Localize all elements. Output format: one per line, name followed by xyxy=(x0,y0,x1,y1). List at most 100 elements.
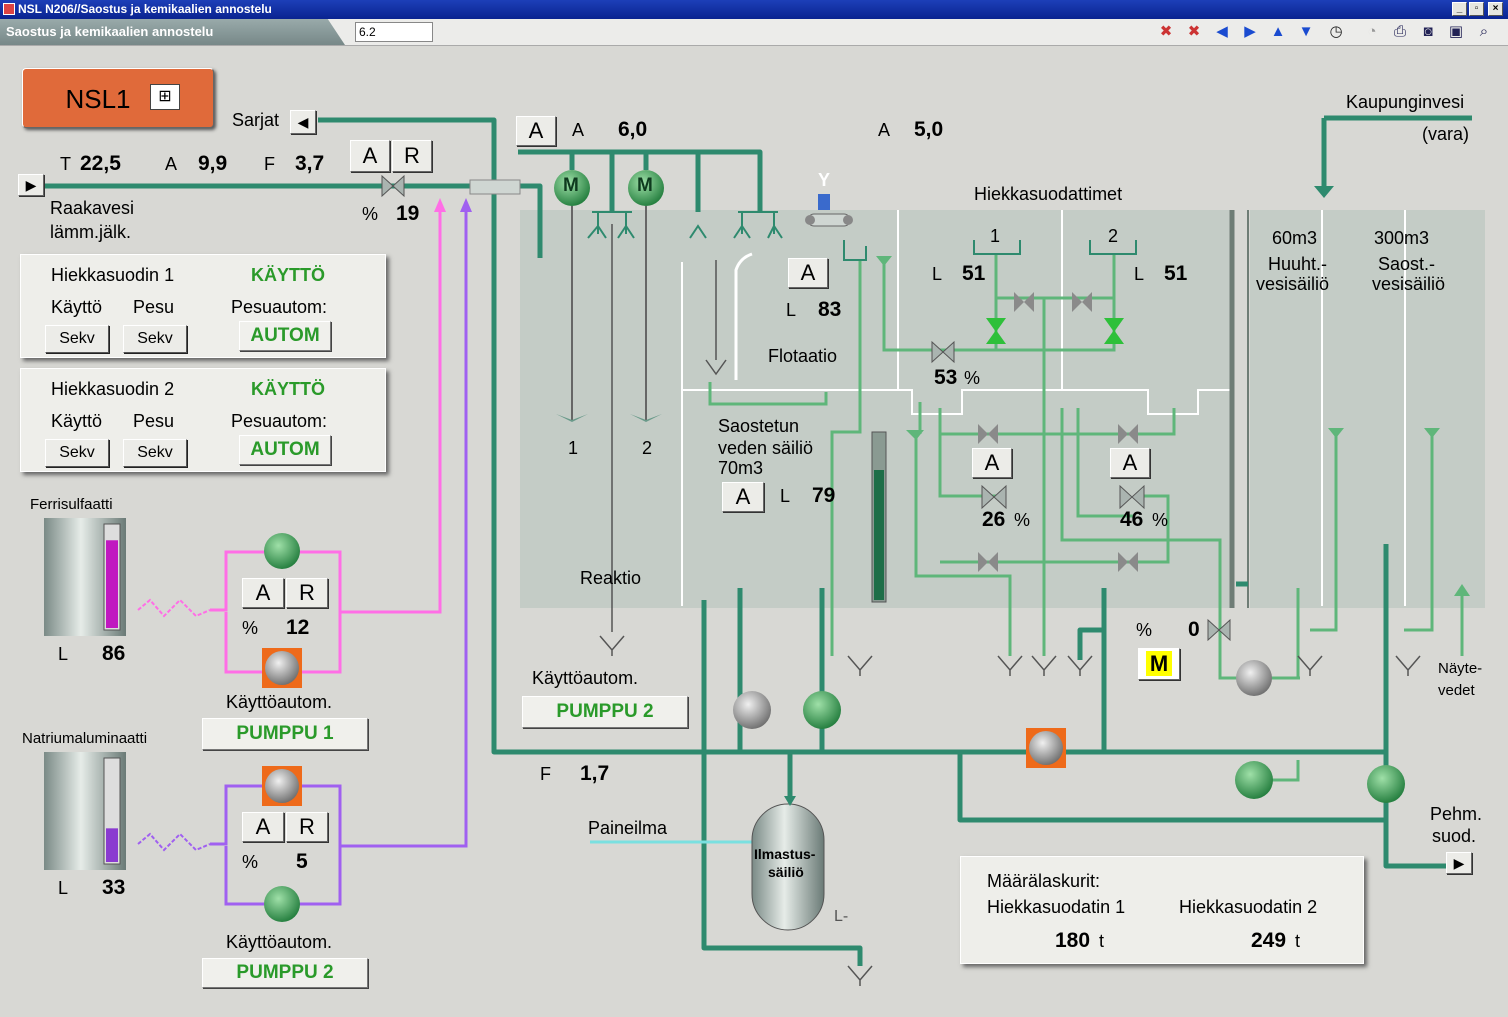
filter2-kaytto-sekv-button[interactable]: Sekv xyxy=(45,439,109,467)
arrow-down-icon[interactable]: ▼ xyxy=(1298,23,1314,40)
view-tab[interactable]: Saostus ja kemikaalien annostelu xyxy=(0,19,345,45)
saostettu-pump-1[interactable] xyxy=(733,691,771,729)
saostettu-line1: Saostetun xyxy=(718,416,800,436)
naytevedet-line1: Näyte- xyxy=(1438,660,1483,677)
close-button[interactable]: × xyxy=(1488,2,1503,16)
clock-icon[interactable]: ◷ xyxy=(1329,23,1343,40)
ferri-l-label: L xyxy=(58,644,69,664)
kaupunki-line1: Kaupunginvesi xyxy=(1346,92,1465,112)
raw-auto-button[interactable]: A xyxy=(350,140,390,172)
raw-t-value: 22,5 xyxy=(80,152,121,175)
filter1-kaytto-sekv-button[interactable]: Sekv xyxy=(45,325,109,353)
softener-pump[interactable] xyxy=(1367,765,1405,803)
flow-f-value: 1,7 xyxy=(580,762,610,785)
sarjat-nav-button[interactable]: ◀ xyxy=(290,110,316,134)
pehm-line2: suod. xyxy=(1432,826,1477,846)
feed-pump[interactable] xyxy=(1235,761,1273,799)
hiekka-auto2-button[interactable]: A xyxy=(1110,448,1150,478)
arrow-up-icon[interactable]: ▲ xyxy=(1270,23,1286,40)
counter-h1-value: 180 xyxy=(1055,929,1091,952)
tank300-line3: vesisäiliö xyxy=(1372,274,1446,294)
tank60-line2: Huuht.- xyxy=(1268,254,1328,274)
manual-mode-button[interactable]: M xyxy=(1138,648,1180,680)
arrow-left-icon[interactable]: ◀ xyxy=(1216,23,1228,40)
hierarchy-icon[interactable]: ⊞ xyxy=(150,84,180,110)
raw-water-valve[interactable] xyxy=(381,174,405,198)
camera-icon[interactable]: ◙ xyxy=(1423,23,1433,40)
alarm-ack-icon[interactable]: ✖ xyxy=(1187,23,1201,40)
saostettu-l-value: 79 xyxy=(812,484,836,507)
ilmastus-line1: Ilmastus- xyxy=(754,846,816,862)
natrium-pump-2[interactable] xyxy=(264,886,300,922)
ferri-pump-button[interactable]: PUMPPU 1 xyxy=(202,718,368,750)
saostettu-level-bar xyxy=(874,470,884,600)
flot-valve[interactable] xyxy=(931,340,955,364)
raw-water-nav-button[interactable]: ▶ xyxy=(18,174,44,196)
filter2-valve[interactable] xyxy=(1119,484,1145,510)
ferri-pump-1[interactable] xyxy=(264,533,300,569)
maximize-button[interactable]: ▫ xyxy=(1469,2,1484,16)
mixer-1-label: M xyxy=(563,175,579,196)
hiekka-auto1-button[interactable]: A xyxy=(972,448,1012,478)
filter1-autom-button[interactable]: AUTOM xyxy=(239,321,331,351)
view-id-field[interactable]: 6.2 xyxy=(355,22,433,42)
arrow-right-icon[interactable]: ▶ xyxy=(1244,23,1256,40)
raw-f-label: F xyxy=(264,154,275,174)
mixer-2-motor[interactable] xyxy=(628,170,664,206)
saostettu-auto-button[interactable]: A xyxy=(722,482,764,512)
natrium-pump-1[interactable] xyxy=(265,769,299,803)
saostettu-pump-2[interactable] xyxy=(803,691,841,729)
reaktio-label: Reaktio xyxy=(580,568,642,588)
ferri-auto-button[interactable]: A xyxy=(242,578,284,608)
hiekka-v2-pct-unit: % xyxy=(1152,510,1169,530)
paineilma-label: Paineilma xyxy=(588,818,668,838)
transfer-pump[interactable] xyxy=(1029,731,1063,765)
raw-remote-button[interactable]: R xyxy=(392,140,432,172)
ferri-remote-button[interactable]: R xyxy=(286,578,328,608)
pehm-nav-button[interactable]: ▶ xyxy=(1446,852,1472,874)
hiekka-f1-number: 1 xyxy=(990,226,1001,246)
top-auto-button[interactable]: A xyxy=(516,116,556,146)
header-bar: Saostus ja kemikaalien annostelu 6.2 ✖ ✖… xyxy=(0,19,1508,46)
history-icon[interactable]: ◔ xyxy=(1367,23,1377,40)
minimize-button[interactable]: _ xyxy=(1452,2,1467,16)
flow-f-label: F xyxy=(540,764,551,784)
filter1-valve[interactable] xyxy=(981,484,1007,510)
ferri-pump-2[interactable] xyxy=(265,651,299,685)
mixer-1-motor[interactable] xyxy=(554,170,590,206)
manual-valve[interactable] xyxy=(1207,618,1231,642)
rinse-pump[interactable] xyxy=(1236,660,1272,696)
natrium-level-bar xyxy=(106,828,118,862)
flot-auto-button[interactable]: A xyxy=(788,258,828,288)
raw-name-line2: lämm.jälk. xyxy=(50,222,132,242)
filter2-kaytto-label: Käyttö xyxy=(51,411,103,431)
manual-pct-value: 0 xyxy=(1188,618,1200,641)
natrium-pump-button[interactable]: PUMPPU 2 xyxy=(202,958,368,988)
tank300-line1: 300m3 xyxy=(1374,228,1430,248)
screen-icon[interactable]: ▣ xyxy=(1448,23,1464,40)
hiekka-v1-pct-unit: % xyxy=(1014,510,1031,530)
saostettu-pump-button[interactable]: PUMPPU 2 xyxy=(522,696,688,728)
hiekka-l1-value: 51 xyxy=(962,262,986,285)
filter2-title: Hiekkasuodin 2 xyxy=(51,379,175,399)
filter2-pesu-sekv-button[interactable]: Sekv xyxy=(123,439,187,467)
raw-f-value: 3,7 xyxy=(295,152,325,175)
filter1-pesuautom-label: Pesuautom: xyxy=(231,297,328,317)
zoom-icon[interactable]: ⌕ xyxy=(1479,23,1489,40)
manual-m-label: M xyxy=(1145,651,1173,676)
filter2-autom-button[interactable]: AUTOM xyxy=(239,435,331,465)
tank60-line3: vesisäiliö xyxy=(1256,274,1330,294)
natrium-remote-button[interactable]: R xyxy=(286,812,328,842)
natrium-auto-button[interactable]: A xyxy=(242,812,284,842)
storage-tank-area xyxy=(1250,210,1485,608)
ilmastus-tank xyxy=(751,803,825,931)
filter1-pesu-sekv-button[interactable]: Sekv xyxy=(123,325,187,353)
filter1-panel: Hiekkasuodin 1 KÄYTTÖ Käyttö Pesu Pesuau… xyxy=(20,254,386,358)
hiekka-l1-label: L xyxy=(932,264,943,284)
nsl1-button[interactable]: NSL1 xyxy=(22,68,214,128)
ilmastus-l-label: L- xyxy=(834,908,849,925)
hiekka-f2-number: 2 xyxy=(1108,226,1119,246)
alarm-off-icon[interactable]: ✖ xyxy=(1159,23,1173,40)
print-icon[interactable]: ⎙ xyxy=(1393,23,1406,40)
counter-h1-label: Hiekkasuodatin 1 xyxy=(987,897,1126,917)
